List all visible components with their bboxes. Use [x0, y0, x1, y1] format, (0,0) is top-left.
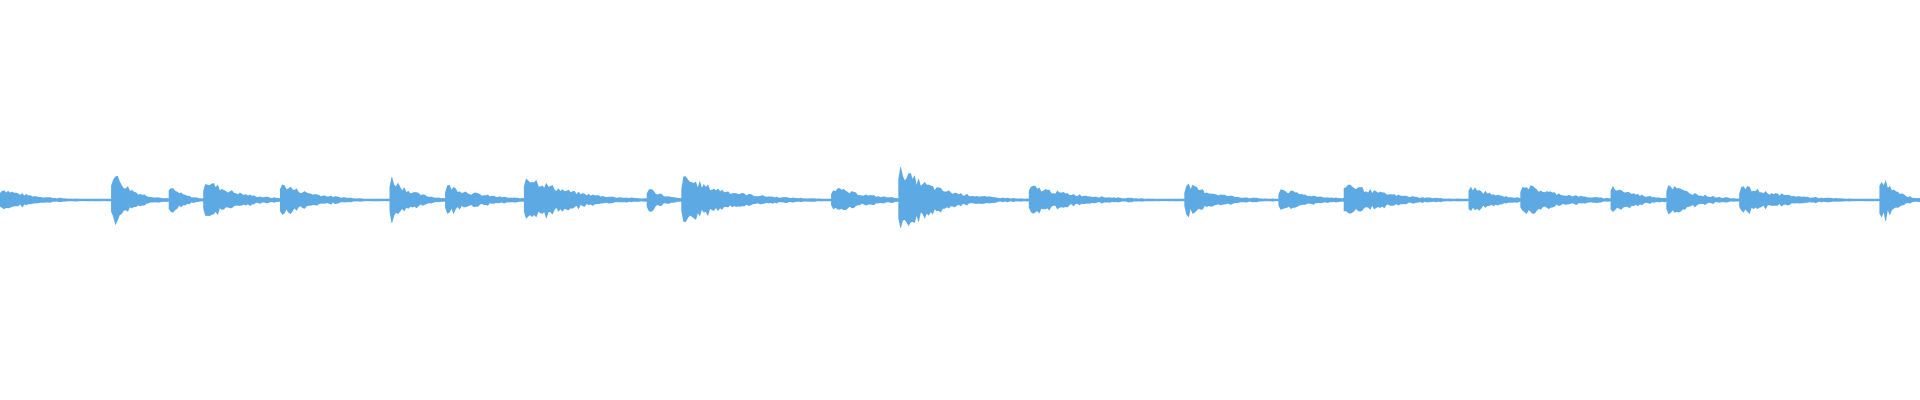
waveform-segment-8: [523, 178, 648, 219]
waveform-segment-22: [1879, 180, 1920, 221]
waveform-segment-3: [168, 188, 204, 213]
waveform-segment-13: [1028, 185, 1185, 214]
waveform-segment-19: [1610, 186, 1667, 213]
waveform-segment-5: [280, 184, 391, 215]
waveform-segment-15: [1278, 189, 1345, 210]
waveform-segment-12: [898, 167, 1030, 228]
waveform-segment-18: [1520, 185, 1612, 214]
waveform-segment-4: [203, 183, 281, 217]
waveform-segment-17: [1468, 186, 1521, 211]
waveform-segment-14: [1184, 183, 1279, 218]
waveform-segment-20: [1666, 185, 1740, 215]
waveform-segment-9: [646, 188, 682, 212]
waveform-segment-10: [681, 176, 832, 223]
waveform-segment-7: [445, 184, 525, 215]
waveform-segment-2: [111, 175, 170, 226]
waveform-segment-11: [831, 188, 899, 210]
waveform-segment-1: [0, 190, 112, 210]
waveform-segment-21: [1739, 186, 1880, 215]
waveform-segment-16: [1343, 184, 1470, 214]
waveform-segment-6: [389, 177, 446, 223]
